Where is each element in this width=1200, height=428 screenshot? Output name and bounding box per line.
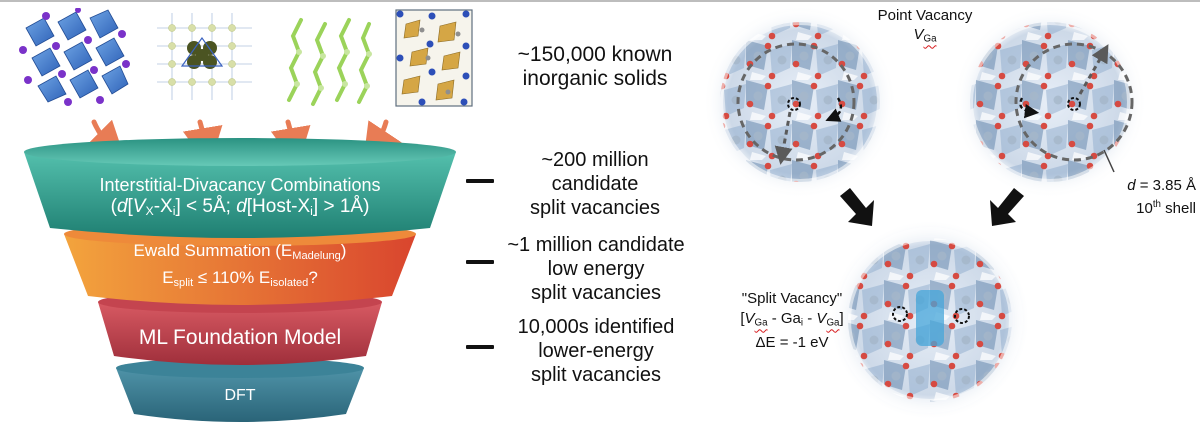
funnel-tier-4 (116, 358, 364, 422)
crystal-structure-4-image (395, 9, 473, 107)
shell-number: 10th shell (1136, 199, 1196, 217)
stat-4-line-3: split vacancies (530, 364, 662, 386)
shell-circle-left (736, 42, 856, 162)
tier-3-label: ML Foundation Model (138, 326, 342, 349)
tier-2-label: Ewald Summation (EMadelung) Esplit ≤ 110… (70, 240, 410, 294)
split-vacancy-marker-2 (954, 308, 970, 324)
point-vacancy-structure-left (704, 6, 896, 198)
tier-2-line-2: Esplit ≤ 110% Eisolated? (162, 267, 318, 289)
shell-circle-right (1014, 42, 1134, 162)
vacancy-structures-panel (704, 6, 1146, 420)
crystal-structure-1-image (19, 8, 130, 106)
top-divider (0, 0, 1200, 2)
dash-2 (466, 260, 494, 264)
split-vacancy-label: "Split Vacancy" [VGa - Gai - VGa] ΔE = -… (716, 289, 868, 353)
stat-3-line-2: low energy (547, 258, 645, 280)
stat-2-line-2: candidate (551, 173, 639, 195)
split-vacancy-formula: [VGa - Gai - VGa] (740, 310, 844, 329)
point-vacancy-label: Point Vacancy VGa (860, 6, 990, 48)
crystal-structure-2-image (157, 13, 252, 100)
tier-1-line-1: Interstitial-Divacancy Combinations (99, 175, 381, 195)
vacancy-marker-left (787, 97, 801, 111)
tier-1-label: Interstitial-Divacancy Combinations (d[V… (40, 174, 440, 222)
shell-distance: d = 3.85 Å (1127, 177, 1196, 194)
stat-2-line-1: ~200 million (541, 149, 649, 171)
interstitial-site (916, 290, 944, 346)
crystal-structure-3-image (287, 18, 372, 106)
stat-4-line-1: 10,000s identified (517, 316, 675, 338)
stat-3-line-3: split vacancies (530, 282, 662, 304)
dash-3 (466, 345, 494, 349)
split-vacancy-energy: ΔE = -1 eV (755, 334, 829, 352)
stat-1-line-2: inorganic solids (522, 67, 668, 90)
stat-3-line-1: ~1 million candidate (507, 234, 685, 256)
point-vacancy-symbol: VGa (913, 26, 937, 45)
tier-1-line-2: (d[VX-Xi] < 5Å; d[Host-Xi] > 1Å) (110, 196, 370, 219)
split-vacancy-structure (830, 220, 1030, 420)
shell-leader-line (1103, 149, 1115, 173)
funnel-tier-1 (24, 138, 456, 238)
stat-1-line-1: ~150,000 known (517, 43, 673, 66)
stat-4-line-2: lower-energy (538, 340, 654, 362)
stat-1: ~150,000 known inorganic solids (500, 43, 690, 91)
tier-4-label: DFT (224, 387, 256, 404)
vacancy-marker-right (1067, 97, 1081, 111)
point-vacancy-structure-right (954, 6, 1146, 198)
tier-2-line-1: Ewald Summation (EMadelung) (133, 241, 347, 262)
shell-distance-label: d = 3.85 Å 10th shell (1100, 176, 1196, 218)
stat-4: 10,000s identified lower-energy split va… (500, 315, 692, 387)
split-vacancy-marker-1 (892, 306, 908, 322)
stat-2: ~200 million candidate split vacancies (510, 148, 680, 220)
arrow-down-right-icon (840, 188, 874, 226)
split-vacancy-title: "Split Vacancy" (741, 290, 843, 307)
funnel-diagram (24, 138, 456, 422)
arrow-down-left-icon (990, 188, 1024, 226)
stat-3: ~1 million candidate low energy split va… (496, 233, 696, 305)
dash-1 (466, 179, 494, 183)
point-vacancy-title: Point Vacancy (877, 7, 973, 24)
stat-2-line-3: split vacancies (529, 197, 661, 219)
transition-arrows (840, 188, 1024, 226)
